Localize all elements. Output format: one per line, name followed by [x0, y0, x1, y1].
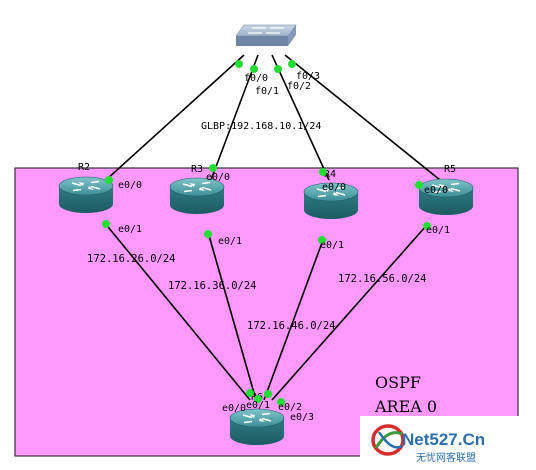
r5-bottom-if-label: e0/1 [426, 225, 450, 236]
r5-top-if-label: e0/0 [424, 185, 448, 196]
switch-port-label-f0-2: f0/2 [287, 81, 311, 92]
ospf-label: OSPF [375, 373, 421, 392]
r4-top-if-label: e0/0 [322, 182, 346, 193]
router-label-r3: R3 [191, 164, 203, 175]
glbp-address-label: GLBP:192.168.10.1/24 [201, 121, 321, 132]
ospf-area-box [14, 167, 519, 457]
r2-bottom-if-label: e0/1 [118, 224, 142, 235]
router-bottom-dots [102, 220, 431, 244]
switch-port-dots [235, 60, 296, 73]
router-r6[interactable] [229, 408, 285, 446]
r3-top-if-label: e0/0 [206, 172, 230, 183]
network-label-26: 172.16.26.0/24 [87, 253, 176, 265]
switch-links [105, 54, 441, 181]
area-0-label: AREA 0 [374, 397, 437, 416]
r6-if-label-e0-3: e0/3 [290, 412, 314, 423]
r6-if-label-e0-0: e0/0 [222, 403, 246, 414]
ospf-links [103, 221, 427, 401]
switch-icon[interactable] [235, 24, 297, 46]
router-r2[interactable] [58, 176, 114, 214]
r4-bottom-if-label: e0/1 [320, 240, 344, 251]
r6-if-label-e0-2: e0/2 [278, 402, 302, 413]
r3-bottom-if-label: e0/1 [218, 236, 242, 247]
switch-port-label-f0-3: f0/3 [296, 71, 320, 82]
switch-port-label-f0-0: f0/0 [244, 73, 268, 84]
network-label-36: 172.16.36.0/24 [168, 280, 257, 292]
watermark-brand: Net527.Cn [402, 430, 485, 449]
network-label-56: 172.16.56.0/24 [338, 273, 427, 285]
r2-top-if-label: e0/0 [118, 180, 142, 191]
r6-port-dots [246, 389, 285, 406]
router-label-r4: R4 [324, 169, 336, 180]
router-top-dots [105, 164, 423, 189]
watermark-subtitle: 无忧网客联盟 [416, 451, 476, 464]
watermark-logo: Net527.Cn 无忧网客联盟 [360, 416, 520, 470]
router-label-r2: R2 [78, 162, 90, 173]
router-r3[interactable] [169, 177, 225, 215]
r6-if-label-e0-1: e0/1 [246, 400, 270, 411]
router-label-r5: R5 [444, 164, 456, 175]
network-label-46: 172.16.46.0/24 [247, 320, 336, 332]
switch-port-label-f0-1: f0/1 [255, 86, 279, 97]
